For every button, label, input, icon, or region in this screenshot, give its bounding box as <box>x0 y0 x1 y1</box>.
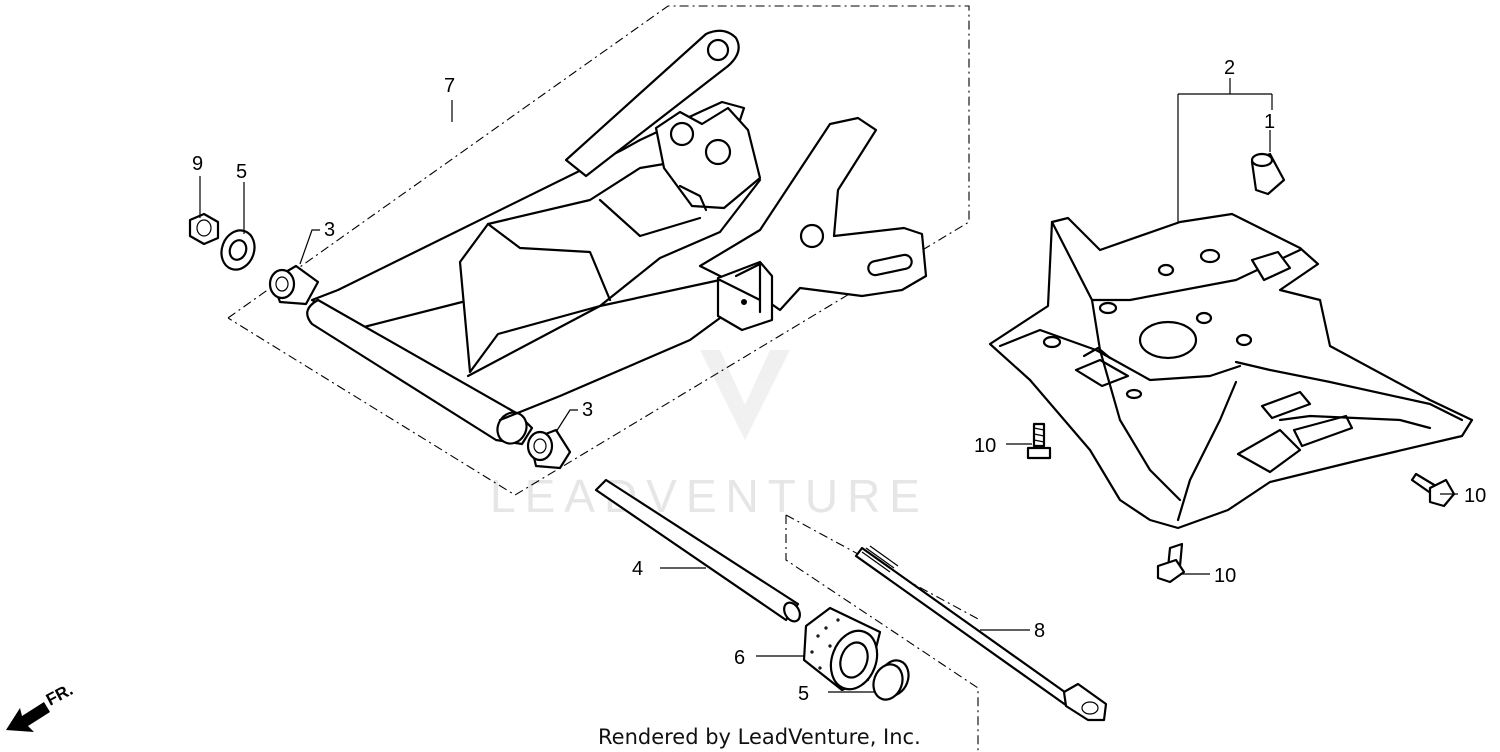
bushing-upper <box>268 264 320 306</box>
callout-1: 1 <box>1264 111 1275 133</box>
callout-10-right: 10 <box>1464 485 1486 507</box>
callout-4: 4 <box>632 558 643 580</box>
leader-lines <box>199 78 1458 693</box>
watermark: LEADVENTURE <box>490 250 929 522</box>
bolt-10-right <box>1410 472 1456 508</box>
callout-5-right: 5 <box>798 683 809 705</box>
washer-right <box>872 659 910 701</box>
callout-10-bottom: 10 <box>1214 565 1236 587</box>
callout-7: 7 <box>444 75 455 97</box>
callout-3-upper: 3 <box>324 219 335 241</box>
callout-9: 9 <box>192 153 203 175</box>
bolt-10-left <box>1026 422 1052 460</box>
callout-2: 2 <box>1224 57 1235 79</box>
washer-left <box>220 229 256 271</box>
callout-6: 6 <box>734 647 745 669</box>
rubber-cap <box>1250 152 1286 196</box>
render-credit: Rendered by LeadVenture, Inc. <box>598 725 921 749</box>
callout-8: 8 <box>1034 620 1045 642</box>
roller <box>802 606 882 692</box>
bushing-lower <box>526 428 572 470</box>
collar-tube <box>594 478 801 623</box>
front-label: FR. <box>43 680 76 710</box>
front-arrow-icon <box>6 702 50 732</box>
bolt-10-bottom <box>1156 542 1186 584</box>
callout-10-left: 10 <box>974 435 996 457</box>
watermark-text: LEADVENTURE <box>490 470 929 522</box>
axle-group-boundary <box>785 514 981 752</box>
long-bolt <box>854 545 1108 722</box>
callouts: 2 1 7 9 5 3 3 4 6 5 8 10 10 10 <box>192 57 1486 705</box>
swingarm <box>306 29 928 446</box>
callout-3-lower: 3 <box>582 399 593 421</box>
swingarm-assembly-boundary <box>227 5 970 496</box>
skid-plate <box>988 212 1474 530</box>
flange-nut <box>188 212 220 246</box>
callout-5-left: 5 <box>236 161 247 183</box>
front-indicator: FR. <box>6 680 76 732</box>
